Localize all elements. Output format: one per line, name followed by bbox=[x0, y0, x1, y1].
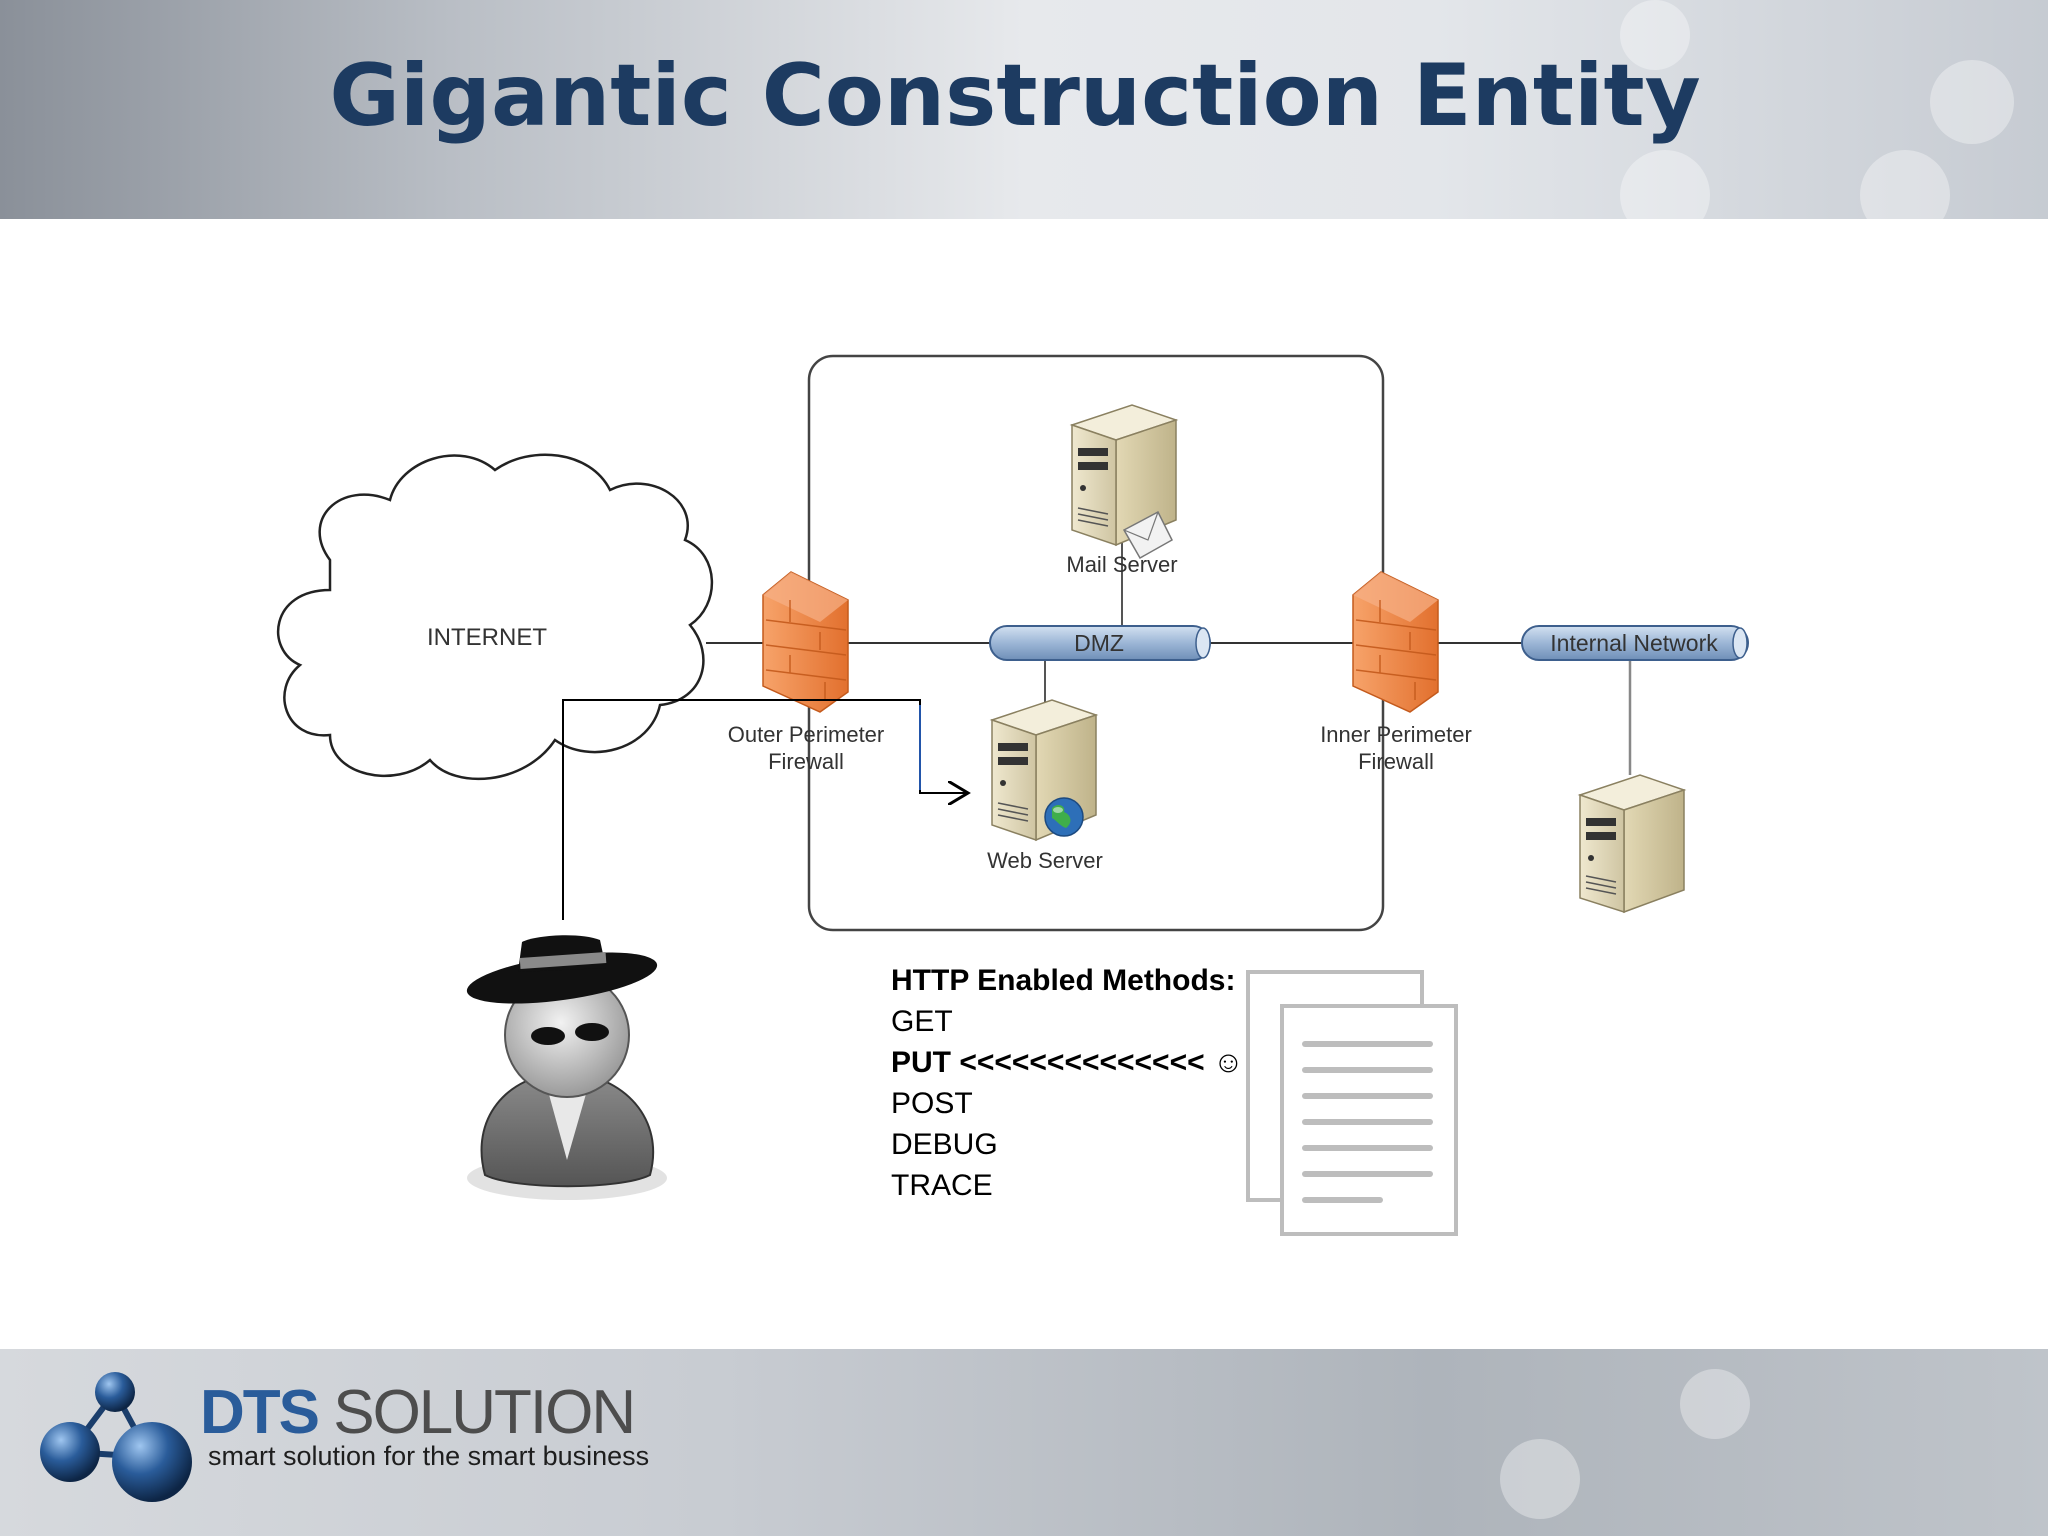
dmz-label: DMZ bbox=[1074, 630, 1124, 656]
dmz-bus bbox=[989, 625, 1211, 661]
brand-name: DTS SOLUTION bbox=[200, 1377, 636, 1448]
inner-firewall-label-1: Inner Perimeter bbox=[1320, 722, 1472, 747]
outer-firewall-label-1: Outer Perimeter bbox=[728, 722, 885, 747]
decorative-bubble bbox=[1930, 60, 2014, 144]
server-icon bbox=[1069, 404, 1179, 547]
company-logo bbox=[40, 1372, 192, 1502]
decorative-bubble bbox=[1620, 0, 1690, 70]
decorative-bubble bbox=[1680, 1369, 1750, 1439]
decorative-bubble bbox=[1620, 150, 1710, 219]
method-item-put: PUT <<<<<<<<<<<<<< ☺ bbox=[891, 1046, 1244, 1079]
attack-path-arrow bbox=[562, 699, 968, 920]
inner-firewall-label-2: Firewall bbox=[1358, 749, 1434, 774]
method-item-post: POST bbox=[891, 1087, 973, 1120]
slide-title: Gigantic Construction Entity bbox=[329, 46, 1701, 146]
slide-header: Gigantic Construction Entity bbox=[0, 0, 2048, 219]
firewall-icon bbox=[762, 571, 849, 713]
decorative-bubble bbox=[1860, 150, 1950, 219]
internet-label: INTERNET bbox=[427, 624, 547, 651]
document-icon bbox=[1246, 970, 1458, 1236]
web-server-label: Web Server bbox=[987, 848, 1103, 873]
outer-firewall-label-2: Firewall bbox=[768, 749, 844, 774]
brand-dts: DTS bbox=[200, 1378, 320, 1447]
brand-solution: SOLUTION bbox=[318, 1378, 636, 1447]
method-item-get: GET bbox=[891, 1005, 953, 1038]
decorative-bubble bbox=[1500, 1439, 1580, 1519]
method-item-debug: DEBUG bbox=[891, 1128, 998, 1161]
http-methods-list: HTTP Enabled Methods: GET PUT <<<<<<<<<<… bbox=[891, 960, 1244, 1206]
http-methods-heading: HTTP Enabled Methods: bbox=[891, 964, 1236, 997]
internal-network-bus bbox=[1521, 625, 1749, 661]
globe-icon bbox=[1044, 797, 1084, 837]
spy-icon bbox=[466, 935, 667, 1200]
server-icon bbox=[1577, 774, 1687, 914]
brand-tagline: smart solution for the smart business bbox=[208, 1441, 650, 1471]
internal-network-label: Internal Network bbox=[1550, 630, 1718, 656]
firewall-icon bbox=[1352, 571, 1439, 713]
mail-server-label: Mail Server bbox=[1066, 552, 1177, 577]
mail-icon bbox=[1122, 510, 1173, 560]
slide-footer: DTS SOLUTION smart solution for the smar… bbox=[0, 1349, 2048, 1536]
cloud-icon bbox=[276, 453, 714, 781]
method-item-trace: TRACE bbox=[891, 1169, 993, 1202]
network-diagram: INTERNET Outer Perimeter Firewall In bbox=[276, 354, 1749, 1236]
